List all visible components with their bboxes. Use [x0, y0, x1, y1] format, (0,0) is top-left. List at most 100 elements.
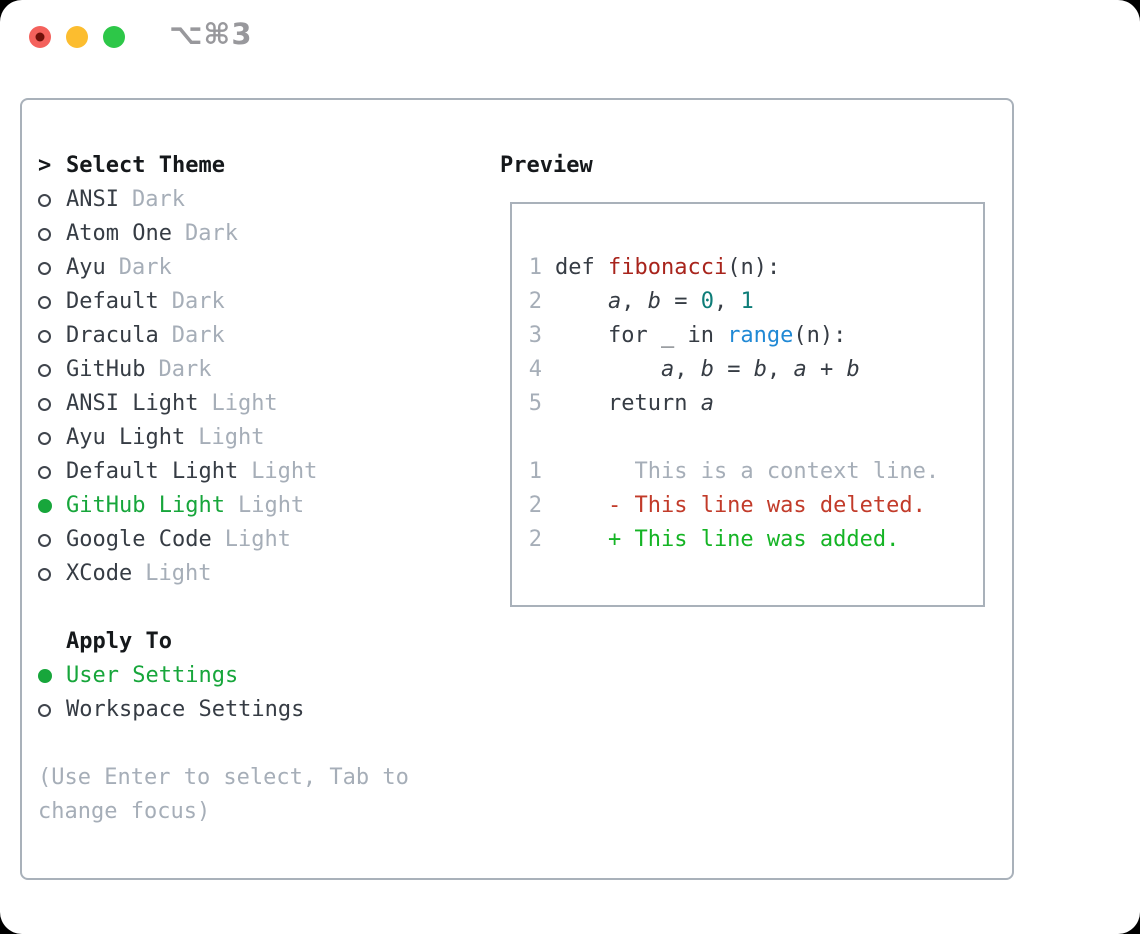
- radio-icon: [38, 567, 66, 581]
- theme-name: Default: [66, 289, 159, 314]
- theme-name: Ayu Light: [66, 425, 186, 450]
- theme-item-github-light[interactable]: GitHub Light Light: [38, 489, 409, 523]
- apply-option-workspace-settings[interactable]: Workspace Settings: [38, 693, 409, 727]
- zoom-button[interactable]: [103, 26, 125, 48]
- line-content: This is a context line.: [555, 459, 940, 484]
- help-text-line: (Use Enter to select, Tab to: [38, 765, 409, 790]
- theme-name: XCode: [66, 561, 133, 586]
- theme-name: ANSI Light: [66, 391, 199, 416]
- radio-icon: [38, 703, 66, 717]
- code-line: 4 a, b = b, a + b: [512, 353, 983, 387]
- code-line: 3 for _ in range(n):: [512, 319, 983, 353]
- theme-item-default-light[interactable]: Default Light Light: [38, 455, 409, 489]
- theme-item-ansi-light[interactable]: ANSI Light Light: [38, 387, 409, 421]
- line-content: for _ in range(n):: [555, 323, 847, 348]
- radio-icon: [38, 329, 66, 343]
- blank-line: [512, 421, 983, 455]
- theme-variant: Dark: [184, 221, 238, 246]
- radio-selected-icon: [38, 669, 66, 683]
- line-number: 3: [528, 323, 542, 348]
- line-number: 5: [528, 391, 542, 416]
- minimize-button[interactable]: [66, 26, 88, 48]
- line-number: 4: [528, 357, 542, 382]
- theme-item-default[interactable]: Default Dark: [38, 285, 409, 319]
- line-content: - This line was deleted.: [555, 493, 926, 518]
- theme-item-ayu[interactable]: Ayu Dark: [38, 251, 409, 285]
- theme-variant: Light: [145, 561, 212, 586]
- theme-name: Dracula: [66, 323, 159, 348]
- line-content: return a: [555, 391, 714, 416]
- theme-variant: Light: [224, 527, 291, 552]
- theme-variant: Dark: [171, 323, 225, 348]
- radio-icon: [38, 533, 66, 547]
- preview-heading-label: Preview: [500, 153, 593, 178]
- theme-name: GitHub Light: [66, 493, 225, 518]
- record-dot-icon: [35, 32, 45, 42]
- theme-name: Google Code: [66, 527, 212, 552]
- line-number: 1: [528, 255, 542, 280]
- theme-item-xcode[interactable]: XCode Light: [38, 557, 409, 591]
- help-text-line: change focus): [38, 799, 211, 824]
- theme-variant: Dark: [158, 357, 212, 382]
- theme-name: Ayu: [66, 255, 106, 280]
- apply-option-label: User Settings: [66, 663, 239, 688]
- radio-icon: [38, 227, 66, 241]
- radio-icon: [38, 431, 66, 445]
- theme-variant: Light: [251, 459, 318, 484]
- spacer: [38, 727, 409, 761]
- theme-variant: Dark: [131, 187, 185, 212]
- radio-icon: [38, 295, 66, 309]
- theme-item-github[interactable]: GitHub Dark: [38, 353, 409, 387]
- radio-selected-icon: [38, 499, 66, 513]
- theme-item-google-code[interactable]: Google Code Light: [38, 523, 409, 557]
- theme-name: Default Light: [66, 459, 239, 484]
- radio-icon: [38, 465, 66, 479]
- line-number: 2: [528, 527, 542, 552]
- select-theme-heading-label: Select Theme: [66, 153, 225, 178]
- code-line: 2 a, b = 0, 1: [512, 285, 983, 319]
- theme-item-dracula[interactable]: Dracula Dark: [38, 319, 409, 353]
- theme-name: Atom One: [66, 221, 172, 246]
- theme-variant: Dark: [118, 255, 172, 280]
- close-button[interactable]: [29, 26, 51, 48]
- theme-variant: Light: [211, 391, 278, 416]
- theme-item-ansi[interactable]: ANSI Dark: [38, 183, 409, 217]
- line-number: [512, 421, 542, 455]
- select-theme-heading: > Select Theme: [38, 149, 409, 183]
- line-number: 2: [528, 289, 542, 314]
- theme-item-atom-one[interactable]: Atom One Dark: [38, 217, 409, 251]
- help-text: (Use Enter to select, Tab to change focus…: [38, 761, 409, 829]
- apply-to-heading-label: Apply To: [66, 629, 172, 654]
- apply-to-heading: Apply To: [38, 625, 409, 659]
- theme-variant: Dark: [171, 289, 225, 314]
- radio-icon: [38, 397, 66, 411]
- code-line: 5 return a: [512, 387, 983, 421]
- theme-name: GitHub: [66, 357, 146, 382]
- diff-added-line: 2 + This line was added.: [512, 523, 983, 557]
- radio-icon: [38, 193, 66, 207]
- line-content: [542, 421, 555, 455]
- theme-name: ANSI: [66, 187, 119, 212]
- line-content: def fibonacci(n):: [555, 255, 781, 280]
- line-content: a, b = b, a + b: [660, 357, 860, 382]
- spacer: [38, 591, 409, 625]
- line-number: 2: [528, 493, 542, 518]
- theme-variant: Light: [237, 493, 305, 518]
- window-controls: [29, 26, 125, 48]
- line-content: + This line was added.: [555, 527, 900, 552]
- window-title-shortcut: ⌥⌘3: [169, 17, 253, 51]
- prompt-icon: >: [38, 153, 52, 178]
- apply-option-user-settings[interactable]: User Settings: [38, 659, 409, 693]
- preview-heading: Preview: [500, 149, 593, 183]
- diff-context-line: 1 This is a context line.: [512, 455, 983, 489]
- radio-icon: [38, 363, 66, 377]
- apply-option-label: Workspace Settings: [66, 697, 305, 722]
- line-content: a, b = 0, 1: [607, 289, 754, 314]
